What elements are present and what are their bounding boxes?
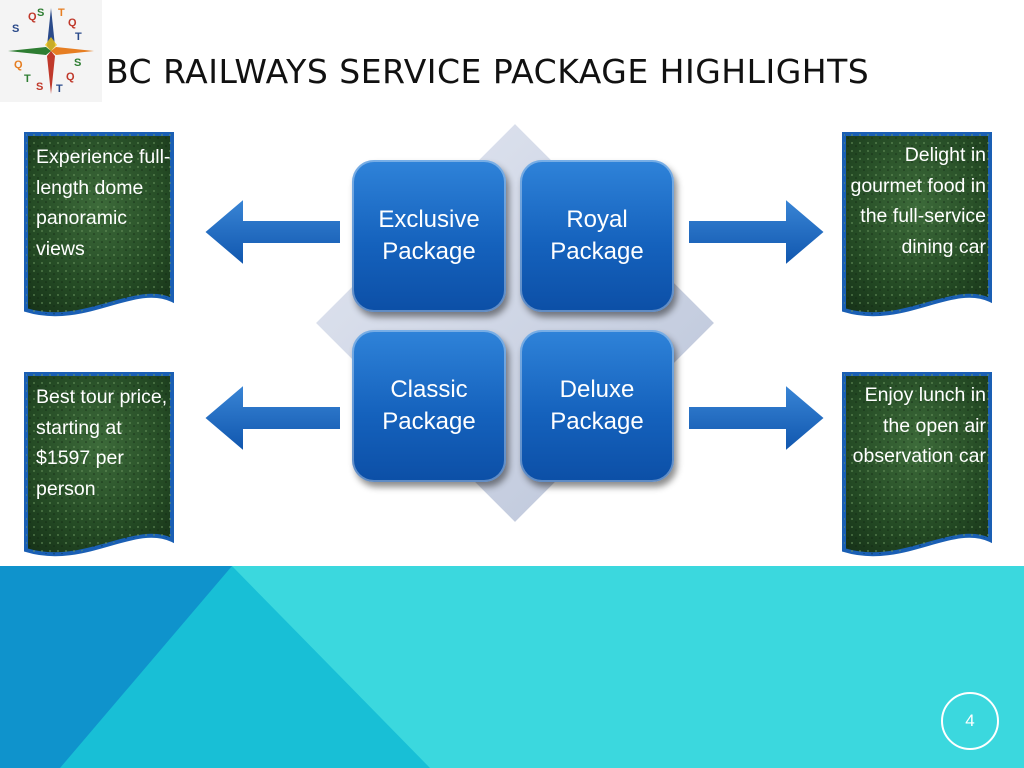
slide-title: BC RAILWAYS SERVICE PACKAGE HIGHLIGHTS (106, 52, 870, 91)
logo-letter: T (58, 7, 65, 19)
logo-letter: S (37, 7, 44, 19)
logo-letter: T (75, 31, 82, 43)
page-number: 4 (941, 692, 999, 750)
logo-letter: Q (28, 11, 37, 23)
arrow-right-icon (687, 381, 827, 455)
package-label: Deluxe Package (550, 376, 644, 435)
highlight-note-bottom-left: Best tour price, starting at $1597 per p… (24, 372, 174, 560)
package-classic[interactable]: Classic Package (352, 330, 506, 482)
package-exclusive[interactable]: Exclusive Package (352, 160, 506, 312)
logo-letter: S (36, 81, 43, 93)
highlight-text: Best tour price, starting at $1597 per p… (36, 386, 168, 500)
package-label: Classic Package (382, 376, 476, 435)
highlight-text: Delight in gourmet food in the full-serv… (850, 144, 986, 258)
logo-letter: Q (14, 59, 23, 71)
highlight-note-bottom-right: Enjoy lunch in the open air observation … (842, 372, 992, 560)
logo-letter: Q (68, 17, 77, 29)
arrow-right-icon (687, 195, 827, 269)
highlight-note-top-left: Experience full-length dome panoramic vi… (24, 132, 174, 320)
highlight-text: Experience full-length dome panoramic vi… (36, 146, 171, 260)
highlight-note-top-right: Delight in gourmet food in the full-serv… (842, 132, 992, 320)
package-label: Exclusive Package (378, 206, 480, 265)
compass-logo: Q S T Q S T Q S T Q S T (0, 0, 102, 102)
arrow-left-icon (202, 381, 342, 455)
package-deluxe[interactable]: Deluxe Package (520, 330, 674, 482)
arrow-left-icon (202, 195, 342, 269)
package-royal[interactable]: Royal Package (520, 160, 674, 312)
highlight-text: Enjoy lunch in the open air observation … (852, 384, 986, 467)
logo-letter: T (56, 83, 63, 95)
logo-letter: S (12, 23, 19, 35)
package-label: Royal Package (550, 206, 644, 265)
logo-letter: T (24, 73, 31, 85)
logo-letter: S (74, 57, 81, 69)
logo-letter: Q (66, 71, 75, 83)
footer-band (0, 566, 1024, 768)
